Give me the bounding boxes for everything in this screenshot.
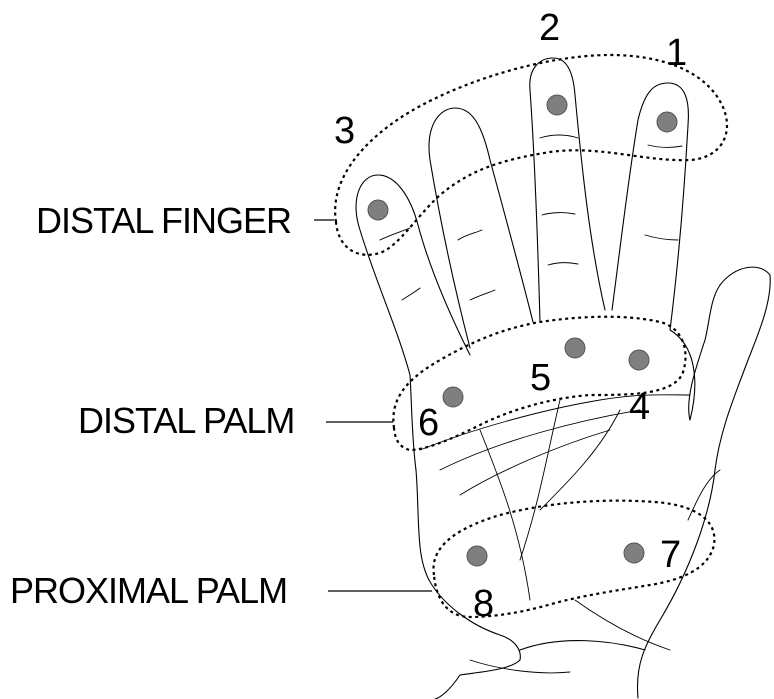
ring-finger-outline bbox=[429, 108, 533, 348]
point-5-marker bbox=[565, 338, 585, 358]
wrist-outline bbox=[520, 641, 645, 650]
point-4-marker bbox=[629, 350, 649, 370]
point-1-marker bbox=[657, 112, 677, 132]
distal-finger-zone bbox=[335, 55, 727, 255]
middle-finger-outline bbox=[530, 58, 605, 322]
point-3-label: 3 bbox=[334, 110, 355, 152]
region-labels: DISTAL FINGER DISTAL PALM PROXIMAL PALM bbox=[10, 200, 432, 611]
proximal-palm-label: PROXIMAL PALM bbox=[10, 570, 287, 611]
point-5-label: 5 bbox=[530, 357, 551, 399]
point-6-marker bbox=[443, 387, 463, 407]
zone-outlines bbox=[335, 55, 727, 617]
point-2-label: 2 bbox=[539, 7, 560, 49]
point-8-label: 8 bbox=[473, 583, 494, 625]
point-1-label: 1 bbox=[666, 32, 687, 74]
point-8-marker bbox=[467, 546, 487, 566]
hand-outline bbox=[356, 58, 770, 699]
point-7-marker bbox=[624, 543, 644, 563]
distal-palm-label: DISTAL PALM bbox=[78, 400, 294, 441]
point-4-label: 4 bbox=[629, 386, 650, 428]
point-2-marker bbox=[547, 95, 567, 115]
index-finger-outline bbox=[612, 83, 695, 420]
point-numbers: 1 2 3 4 5 6 7 8 bbox=[334, 7, 687, 625]
point-6-label: 6 bbox=[418, 402, 439, 444]
point-3-marker bbox=[368, 200, 388, 220]
distal-finger-label: DISTAL FINGER bbox=[36, 200, 291, 241]
point-7-label: 7 bbox=[660, 534, 681, 576]
thumb-outline bbox=[637, 267, 770, 698]
